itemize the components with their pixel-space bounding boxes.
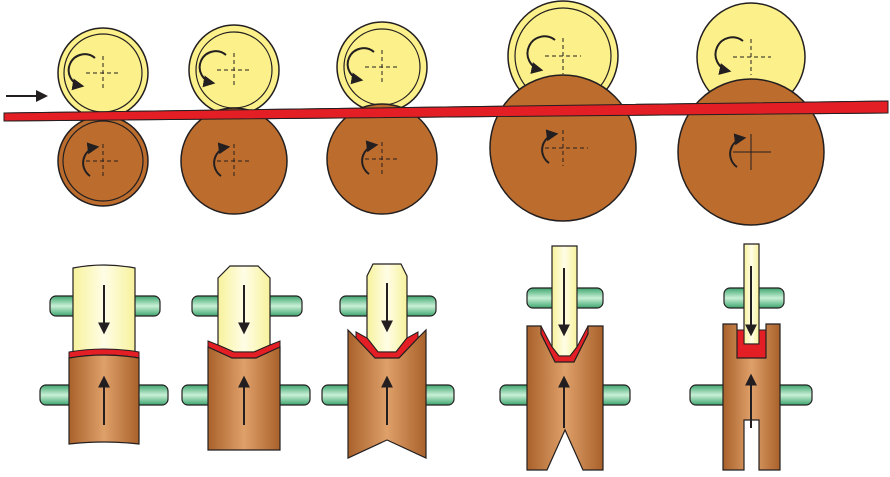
- roll-stands: [3, 0, 889, 226]
- metal-strip-overlay: [3, 100, 889, 122]
- stand-1-rolls: [57, 27, 149, 207]
- stand-3-section: [321, 263, 455, 459]
- stand-5-rolls: [677, 2, 825, 226]
- rotation-arrow-icon: [67, 53, 96, 91]
- die-cross-sections: [39, 243, 813, 471]
- rotation-arrow-icon: [714, 36, 744, 75]
- rotation-arrow-icon: [346, 47, 375, 85]
- rotation-arrow-icon: [526, 35, 556, 74]
- stand-2-section: [181, 265, 311, 451]
- rotation-arrow-icon: [82, 142, 100, 177]
- stand-1-lower-axis: [86, 144, 120, 178]
- stand-4-section: [499, 245, 631, 471]
- feed-direction-arrow: [6, 90, 48, 102]
- stand-1-section: [39, 264, 169, 445]
- rotation-arrow-icon: [361, 140, 379, 175]
- rotation-arrow-icon: [198, 50, 227, 88]
- stand-2-rolls: [180, 24, 288, 215]
- stand-5-section: [689, 243, 813, 471]
- stand-1-upper-axis: [86, 56, 120, 90]
- rotation-arrow-icon: [729, 133, 747, 168]
- stand-3-rolls: [326, 21, 438, 215]
- rotation-arrow-icon: [541, 129, 559, 164]
- rotation-arrow-icon: [213, 142, 231, 177]
